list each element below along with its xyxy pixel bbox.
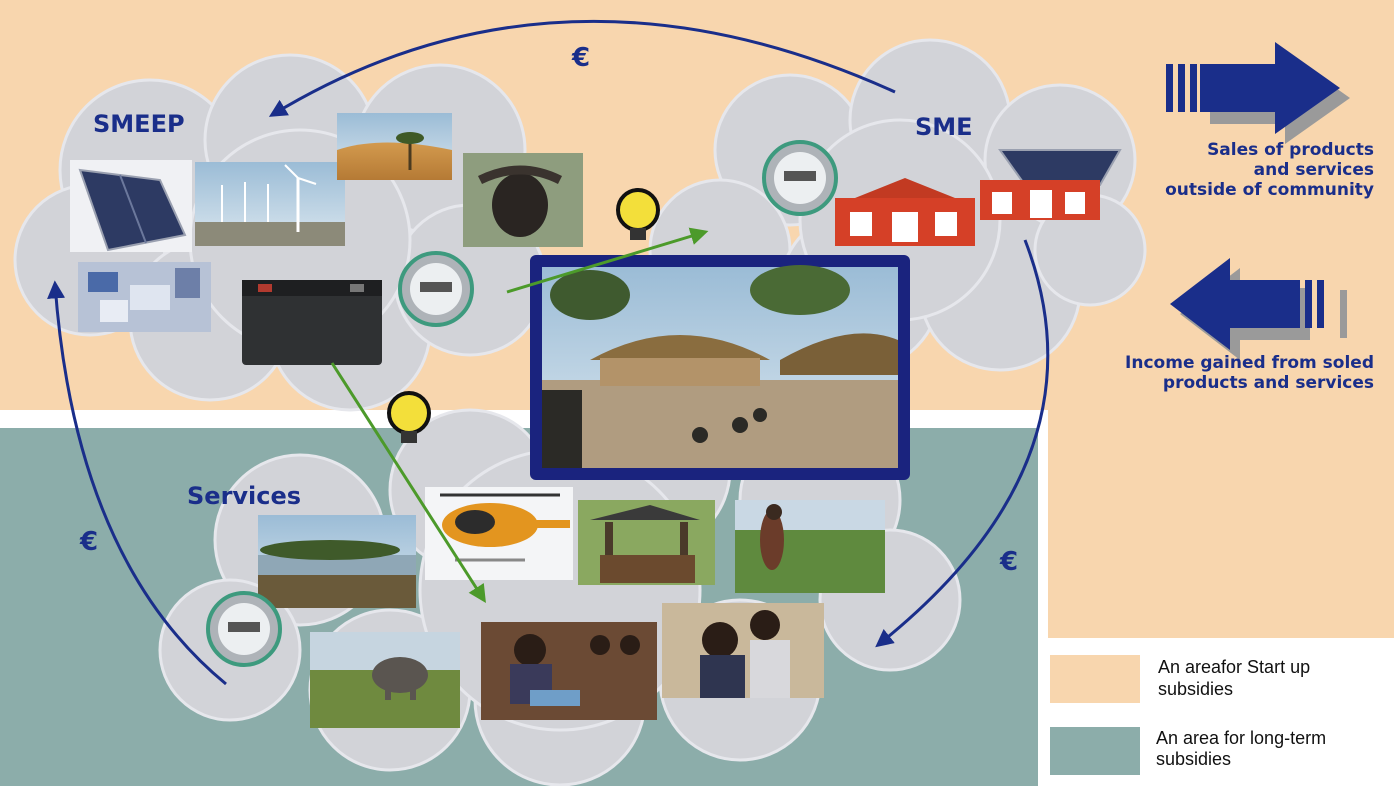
income-text-line2: products and services [1163,373,1374,393]
electric-meter-icon [398,251,474,327]
startup-area-right [1048,410,1394,638]
legend-longterm-line2: subsidies [1156,749,1231,769]
sme-label: SME [915,113,973,141]
battery-photo [242,280,382,365]
legend-swatch-startup [1050,655,1140,703]
legend-swatch-longterm [1050,727,1140,775]
green-arrow-smeep-to-sme [506,227,709,294]
river-photo [258,515,416,608]
euro-label-left: € [79,527,98,557]
desert-photo [337,113,452,180]
recycling-photo [78,262,211,332]
village-photo [530,255,910,480]
elephant-photo [310,632,460,728]
blue-arrow-sme-to-smeep [268,19,896,117]
legend-longterm-line1: An area for long-term [1156,728,1326,748]
legend-startup-line2: subsidies [1158,679,1233,699]
farming-photo [735,500,885,593]
sales-text-line3: outside of community [1165,180,1374,200]
euro-label-right: € [999,547,1018,577]
legend-startup-line1: An areafor Start up [1158,657,1310,677]
lightbulb-icon [616,188,660,240]
euro-label-top: € [571,43,590,73]
sales-text-line2: and services [1254,160,1374,180]
classroom-photo [481,622,657,720]
lightbulb-icon [387,391,431,443]
blue-arrow-services-to-smeep [47,280,227,686]
factory-icon [835,178,975,246]
income-text-line1: Income gained from soled [1125,353,1374,373]
helicopter-photo [425,487,573,580]
green-arrow-smeep-to-services [330,362,486,604]
buffalo-photo [463,153,583,247]
solar-panel-photo [70,160,192,252]
smeep-label: SMEEP [93,110,185,138]
blue-arrow-sme-to-services [875,239,1050,648]
incoming-arrow-icon [1170,258,1347,360]
factory-icon [980,149,1122,220]
electric-meter-icon [762,140,838,216]
wind-turbines-photo [195,162,345,246]
sales-text-line1: Sales of products [1207,140,1374,160]
electric-meter-icon [206,591,282,667]
services-label: Services [187,482,301,510]
students-photo [662,603,824,698]
well-photo [578,500,715,585]
outgoing-arrow-icon [1166,42,1350,144]
